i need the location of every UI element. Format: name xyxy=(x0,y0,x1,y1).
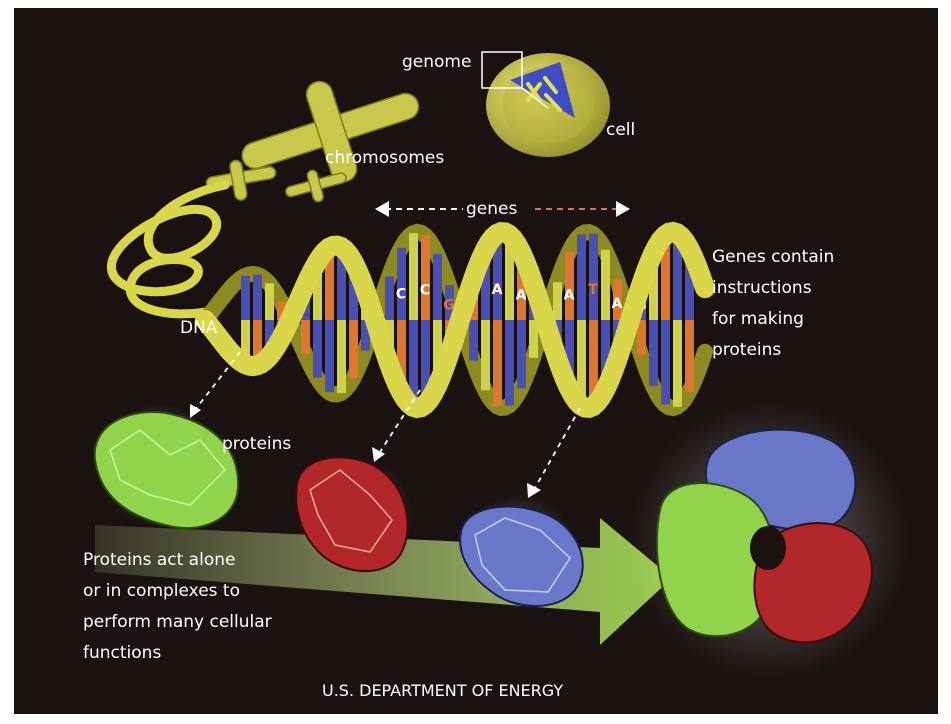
base-pair-half xyxy=(469,320,478,361)
base-pair-half xyxy=(241,276,250,320)
proteins-note-line: perform many cellular xyxy=(83,607,272,638)
base-pair-half xyxy=(601,250,610,320)
base-pair-half xyxy=(505,320,514,405)
cell-label: cell xyxy=(606,120,635,140)
base-letter: A xyxy=(564,288,575,304)
chromosomes-label: chromosomes xyxy=(325,148,444,168)
genes-note-line: proteins xyxy=(712,335,834,366)
base-pair-half xyxy=(349,320,358,379)
proteins-note-line: functions xyxy=(83,638,272,669)
base-pair-half xyxy=(409,233,418,320)
base-pair-half xyxy=(661,320,670,405)
protein-red xyxy=(296,457,413,573)
base-pair-half xyxy=(265,283,274,320)
base-pair-half xyxy=(313,320,322,378)
genes-note: Genes contain instructions for making pr… xyxy=(712,242,834,366)
base-pair-half xyxy=(553,282,562,320)
base-pair-half xyxy=(481,320,490,390)
genes-note-line: instructions xyxy=(712,273,834,304)
base-pair-half xyxy=(649,320,658,386)
base-pair-half xyxy=(517,320,526,388)
proteins-note-line: Proteins act alone xyxy=(83,545,272,576)
protein-complex xyxy=(630,400,910,680)
base-pair-half xyxy=(433,254,442,320)
complex-pore xyxy=(750,526,786,570)
base-letter: A xyxy=(492,282,503,298)
base-pair-half xyxy=(565,252,574,320)
base-pair-half xyxy=(685,320,694,392)
genes-note-line: for making xyxy=(712,304,834,335)
base-pair-half xyxy=(577,235,586,320)
base-pair-half xyxy=(301,320,310,354)
base-pair-half xyxy=(253,275,262,320)
base-letter: C xyxy=(396,286,406,302)
dna-label: DNA xyxy=(180,318,217,338)
base-letter: C xyxy=(420,283,430,299)
base-pair-half xyxy=(673,320,682,407)
base-pair-half xyxy=(589,234,598,320)
proteins-label: proteins xyxy=(222,434,291,454)
credit-label: U.S. DEPARTMENT OF ENERGY xyxy=(322,681,563,700)
genome-label: genome xyxy=(402,52,471,72)
proteins-note-line: or in complexes to xyxy=(83,576,272,607)
base-pair-half xyxy=(421,235,430,320)
genes-label: genes xyxy=(466,199,517,219)
proteins-note: Proteins act alone or in complexes to pe… xyxy=(83,545,272,669)
base-letter: A xyxy=(516,288,527,304)
base-pair-half xyxy=(325,320,334,392)
genes-note-line: Genes contain xyxy=(712,242,834,273)
base-letter: A xyxy=(612,296,623,312)
base-pair-half xyxy=(385,276,394,320)
base-pair-half xyxy=(493,320,502,406)
base-letter: T xyxy=(588,282,598,298)
base-pair-half xyxy=(337,320,346,393)
base-pair-half xyxy=(397,248,406,320)
